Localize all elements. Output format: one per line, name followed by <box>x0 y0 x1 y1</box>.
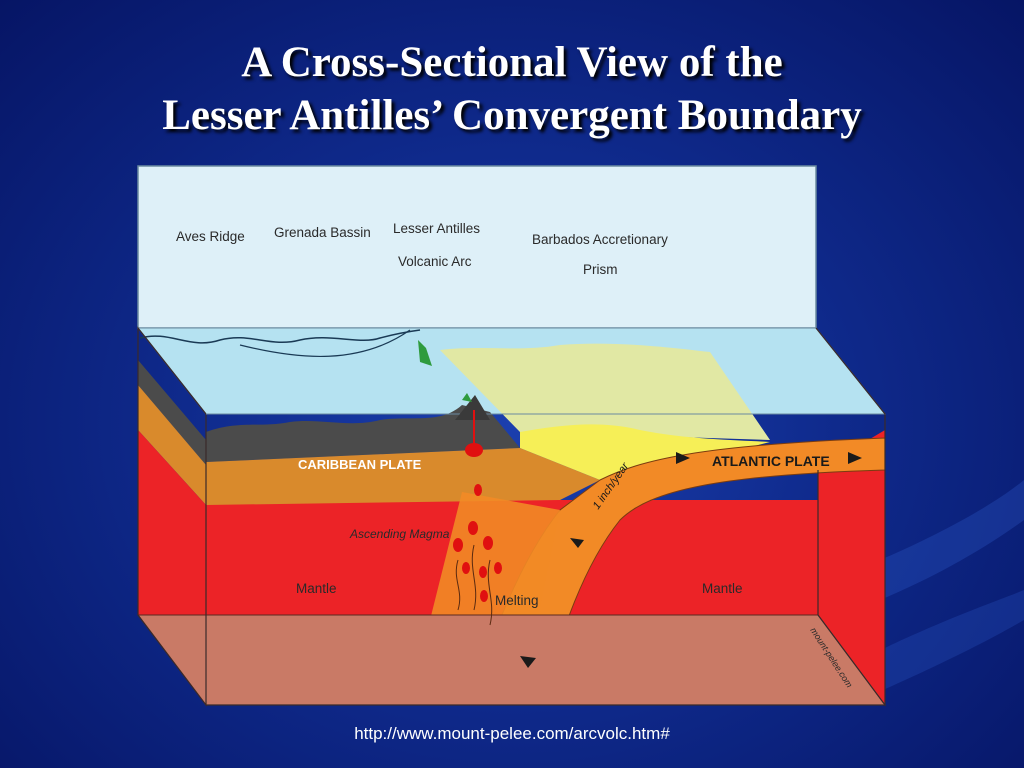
crust-orange-left <box>138 385 206 505</box>
label-volcanic-arc: Volcanic Arc <box>398 254 472 269</box>
label-panel <box>137 165 817 329</box>
label-mantle-left: Mantle <box>296 581 337 596</box>
label-aves-ridge: Aves Ridge <box>176 229 245 244</box>
magma-drop <box>479 566 487 578</box>
label-mantle-right: Mantle <box>702 581 743 596</box>
title-line-1: A Cross-Sectional View of the <box>241 39 783 86</box>
wave-line <box>139 329 421 344</box>
label-barbados: Barbados Accretionary <box>532 232 668 247</box>
label-melting: Melting <box>495 593 539 608</box>
arrow-left-icon <box>848 452 862 464</box>
label-prism: Prism <box>583 262 618 277</box>
caribbean-crust <box>206 448 600 505</box>
slide-title: A Cross-Sectional View of the Lesser Ant… <box>0 36 1024 142</box>
label-grenada-bassin: Grenada Bassin <box>274 225 371 240</box>
mantle-left-side <box>138 430 206 615</box>
title-line-2: Lesser Antilles’ Convergent Boundary <box>162 92 862 139</box>
magma-drop <box>480 590 488 602</box>
magma-drop <box>483 536 493 550</box>
melt-paths <box>455 544 493 626</box>
magma-drop <box>453 538 463 552</box>
accretionary-prism <box>440 343 770 440</box>
mantle-right-side <box>818 430 885 705</box>
volcano-cone <box>455 395 490 420</box>
volcano-vegetation <box>462 393 472 402</box>
crust-dark-left <box>138 360 206 465</box>
sediment-layer <box>520 424 770 480</box>
source-url: http://www.mount-pelee.com/arcvolc.htm# <box>354 724 670 743</box>
island-vegetation <box>418 340 432 366</box>
caribbean-basin <box>206 405 520 462</box>
arrow-down-icon <box>570 538 584 548</box>
lower-mantle <box>136 614 886 706</box>
label-ascending-magma: Ascending Magma <box>349 527 450 541</box>
magma-chamber <box>465 443 483 457</box>
magma-drop <box>494 562 502 574</box>
magma-drop <box>462 562 470 574</box>
label-caribbean-plate: CARIBBEAN PLATE <box>298 457 422 472</box>
arrow-left-icon <box>676 452 690 464</box>
label-atlantic-plate: ATLANTIC PLATE <box>712 453 830 469</box>
magma-blob <box>474 484 482 496</box>
magma-drop <box>468 521 478 535</box>
arrow-down-icon <box>520 656 536 668</box>
label-lesser-antilles: Lesser Antilles <box>393 221 480 236</box>
basin-outline <box>239 329 411 358</box>
